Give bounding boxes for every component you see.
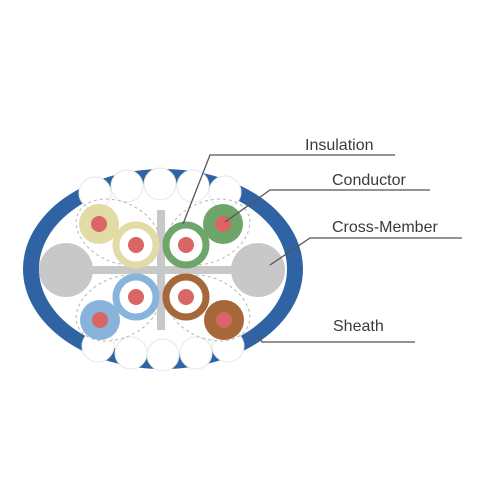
sheath-leader-line [257,335,415,343]
brown-pair [162,273,244,340]
blue-pair-conductor-a [92,312,108,328]
cross-member [39,210,285,330]
inner-filler-scallops [78,167,245,372]
orange-pair-conductor-a [91,216,107,232]
brown-pair-conductor-b [178,289,194,305]
cross-member-leader-line [269,237,462,266]
leader-lines [182,154,462,343]
sheath-label: Sheath [333,318,384,335]
cross-member-vertical-arm [157,210,165,330]
blue-pair-conductor-b [128,289,144,305]
blue-pair [80,273,160,340]
orange-pair [79,204,160,269]
insulation-leader-line [182,154,395,225]
brown-pair-conductor-a [216,312,232,328]
green-pair-conductor-a [215,216,231,232]
conductor-label: Conductor [332,172,406,189]
cross-member-label: Cross-Member [332,219,438,236]
insulation-label: Insulation [305,137,374,154]
green-pair-conductor-b [178,237,194,253]
orange-pair-conductor-b [128,237,144,253]
conductor-leader-line [224,189,430,223]
